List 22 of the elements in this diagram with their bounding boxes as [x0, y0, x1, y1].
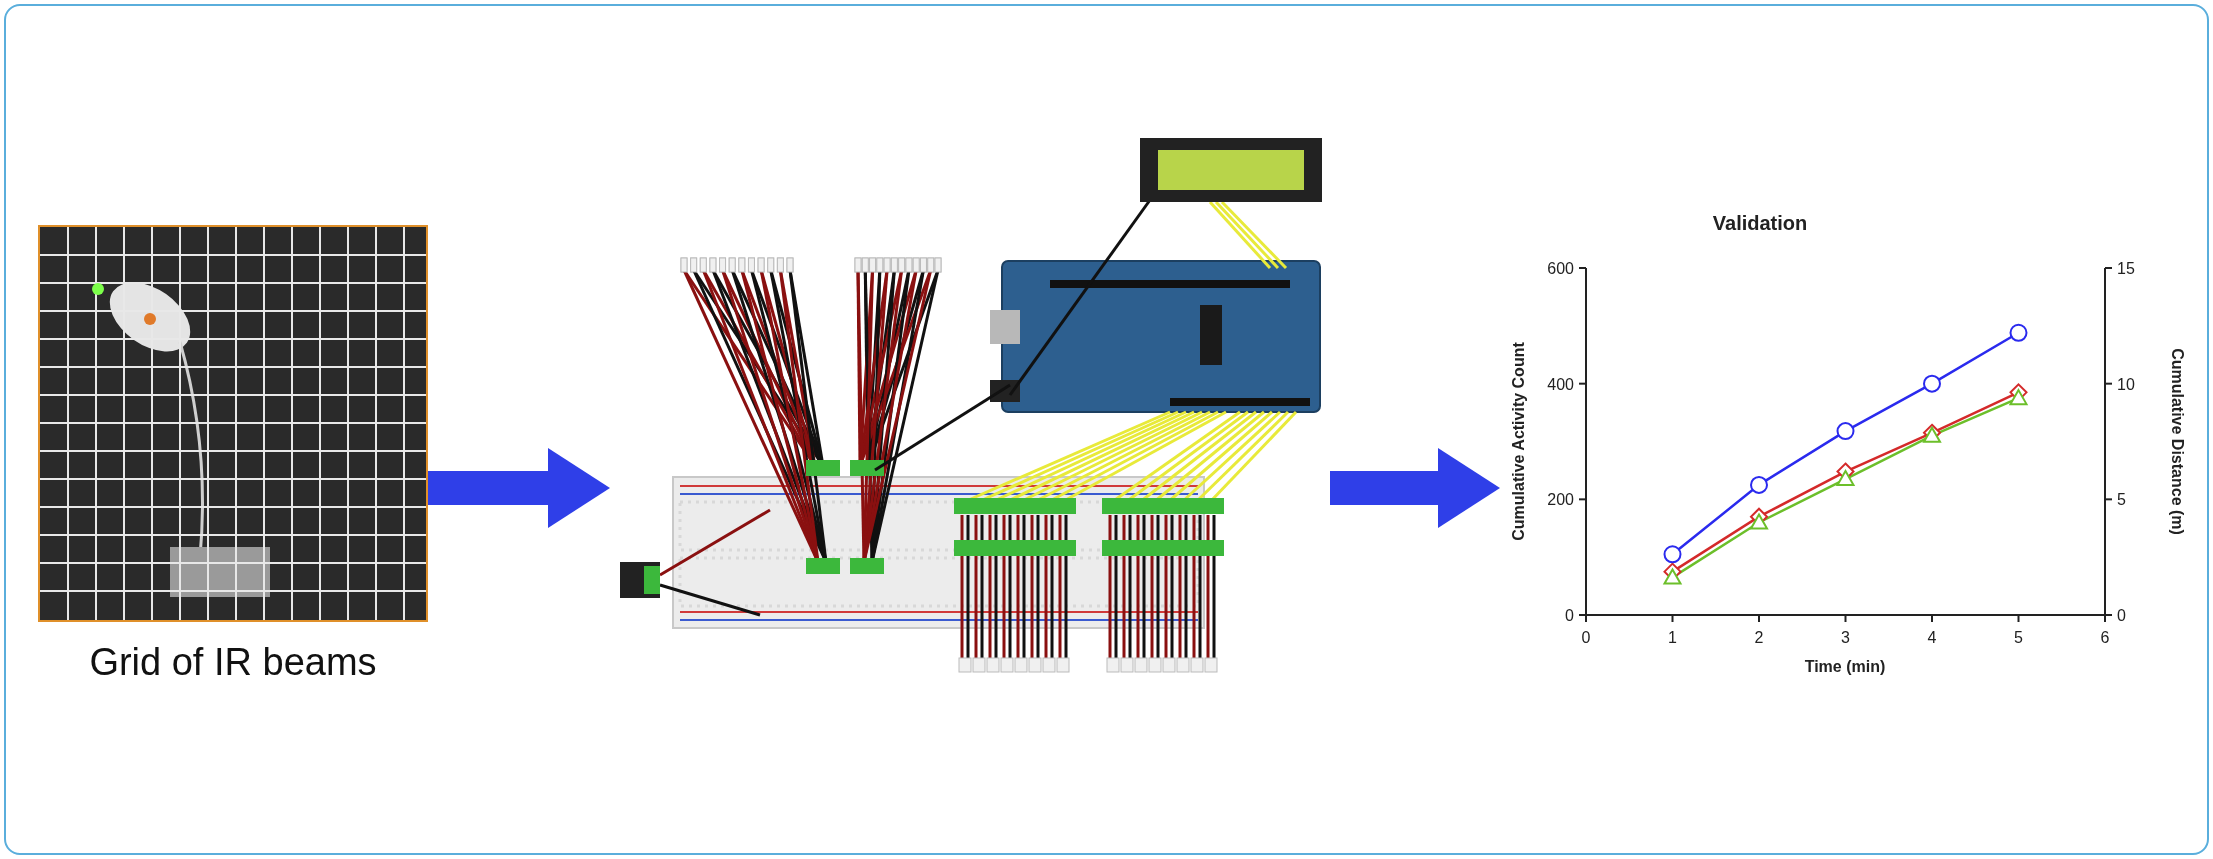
tick-label: 600 [1547, 260, 1574, 277]
tick-label: 0 [1581, 629, 1591, 646]
tick-label: 200 [1547, 491, 1574, 509]
arrow [1330, 448, 1500, 528]
caption-text: Grid of IR beams [89, 640, 377, 685]
axis-title: Time (min) [1804, 658, 1886, 675]
arrow [428, 448, 610, 528]
tick-label: 400 [1547, 375, 1574, 393]
tick-label: 1 [1668, 629, 1677, 646]
tick-label: 5 [2014, 629, 2023, 646]
tick-label: 5 [2117, 491, 2126, 509]
chart-title: Validation [1712, 212, 1808, 234]
tick-label: 3 [1841, 629, 1850, 646]
tick-label: 4 [1927, 629, 1937, 646]
tick-label: 0 [1565, 607, 1574, 624]
tick-label: 2 [1754, 629, 1764, 646]
tick-label: 10 [2117, 375, 2135, 393]
axis-title: Cumulative Distance (m) [2169, 348, 2186, 535]
tick-label: 15 [2117, 260, 2135, 277]
tick-label: 0 [2117, 607, 2126, 624]
tick-label: 6 [2100, 629, 2110, 646]
axis-title: Cumulative Activity Count [1510, 342, 1527, 541]
